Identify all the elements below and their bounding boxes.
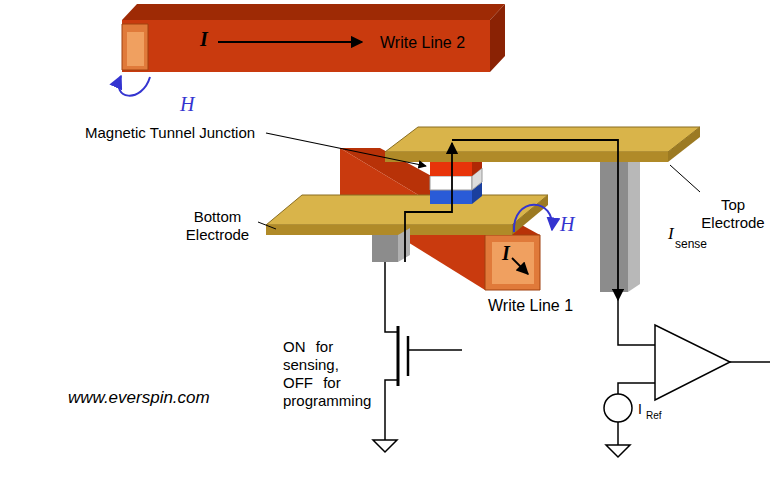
leader-line <box>670 165 700 192</box>
line-name: Write Line 1 <box>488 296 573 315</box>
part-label: Top Electrode <box>696 196 770 232</box>
signal-subscript: Ref <box>646 410 662 422</box>
current-source <box>604 394 632 422</box>
mtj-layer <box>430 176 472 190</box>
sense-path <box>405 143 452 262</box>
via-pillar <box>600 162 628 292</box>
field-arrow <box>119 76 150 96</box>
mtj-layer <box>430 190 472 204</box>
wire <box>618 383 655 394</box>
part-label: Bottom Electrode <box>180 208 255 244</box>
write-line-bar <box>122 20 490 72</box>
write-line-1: I Write Line 1 <box>470 232 590 319</box>
watermark: www.everspin.com <box>68 388 210 408</box>
ground-symbol <box>606 445 630 457</box>
wire <box>385 380 398 440</box>
note: ON for sensing, OFF for programming <box>283 338 377 410</box>
sense-path <box>452 140 618 300</box>
via-pillar <box>628 154 640 292</box>
current-arrow <box>218 41 362 43</box>
leader-line <box>266 133 426 166</box>
write-line-end <box>127 32 144 66</box>
current-arrow <box>512 258 528 274</box>
wire <box>618 300 655 345</box>
signal-name: I <box>638 401 642 418</box>
ground-symbol <box>373 440 397 452</box>
transistor-channel <box>397 326 400 386</box>
via-pillar <box>372 235 398 262</box>
wire <box>730 361 770 363</box>
write-line-bar <box>490 4 505 72</box>
signal-subscript: sense <box>675 237 707 251</box>
signal-name: I <box>668 224 674 244</box>
mtj-layer <box>430 162 472 176</box>
transistor-gate <box>407 336 410 376</box>
via-pillar <box>398 228 410 262</box>
field-symbol: H <box>180 92 194 116</box>
write-line-end <box>485 235 540 290</box>
electrode-plate <box>266 195 548 225</box>
write-line-end <box>492 242 534 284</box>
write-line-end <box>122 24 148 70</box>
electrode-plate <box>668 127 700 162</box>
wire <box>408 349 462 351</box>
write-line-2: I Write Line 2 <box>150 22 490 70</box>
leader-line <box>258 222 276 229</box>
line-name: Write Line 2 <box>380 33 465 52</box>
field-arrow <box>514 205 552 232</box>
current-symbol: I <box>200 27 208 51</box>
wire <box>385 262 398 332</box>
amplifier-symbol <box>655 325 730 400</box>
write-line-bar <box>122 4 505 20</box>
electrode-plate <box>266 225 512 235</box>
current-symbol: I <box>502 241 510 265</box>
part-label: Magnetic Tunnel Junction <box>85 124 255 142</box>
field-symbol: H <box>560 212 574 236</box>
wire <box>617 422 619 445</box>
electrode-plate <box>385 152 668 162</box>
